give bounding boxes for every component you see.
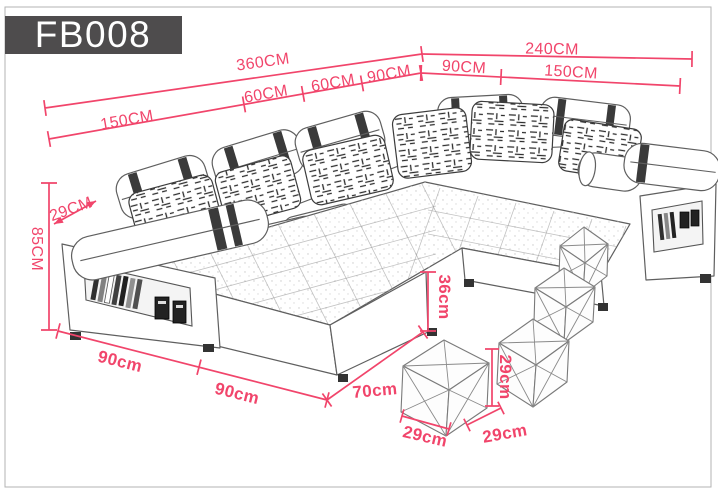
dim-label-90cm-right: 90CM [441, 58, 486, 78]
print-pillow [302, 134, 394, 206]
model-badge-background [5, 16, 182, 54]
dim-label-85cm: 85CM [28, 227, 45, 271]
dim-label-70cm: 70cm [352, 379, 399, 402]
dim-label-29cm-headrest: 29CM [47, 194, 94, 225]
dimension-lines [41, 45, 693, 436]
dim-label-29cm-stool-height: 29cm [496, 354, 515, 399]
books [90, 269, 187, 324]
model-number: FB008 [35, 14, 152, 55]
dim-label-36cm: 36cm [435, 274, 454, 319]
ottoman-cube [533, 267, 596, 344]
left-arm-cushion [71, 199, 269, 281]
dim-label-360cm: 360CM [235, 50, 290, 74]
books [657, 209, 700, 241]
ottoman-cube [496, 318, 570, 408]
print-pillow [469, 100, 555, 164]
dim-label-29cm-stool-depth: 29cm [481, 420, 529, 447]
sofa-sketch [61, 93, 718, 382]
ottoman-cubes [400, 226, 609, 437]
right-arm-cushion [623, 142, 718, 192]
dim-label-150cm-right: 150CM [544, 62, 599, 82]
dim-label-90cm-chaise: 90cm [213, 379, 261, 408]
print-pillow [391, 107, 473, 179]
dim-label-90cm-left: 90CM [366, 62, 413, 86]
dim-label-150cm-left: 150CM [99, 107, 155, 133]
dim-label-60cm-b: 60CM [310, 71, 357, 95]
dim-label-60cm-a: 60CM [243, 82, 290, 106]
dim-label-240cm: 240CM [525, 41, 579, 59]
model-badge: FB008 [5, 14, 182, 55]
ottoman-cube [400, 339, 490, 437]
